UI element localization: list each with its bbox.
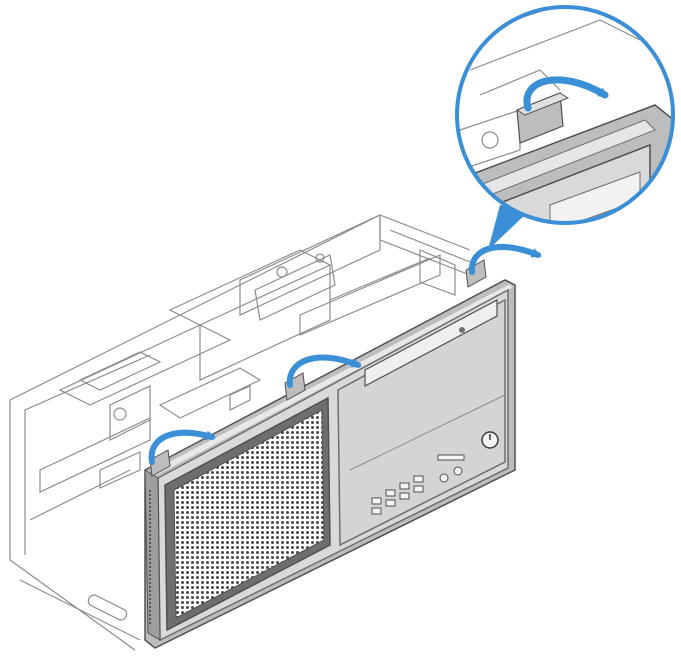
callout-pointer: [488, 205, 528, 250]
mesh-grille: [164, 396, 331, 632]
chassis-outline: [9, 214, 471, 651]
release-arrow-middle: [286, 354, 362, 388]
optical-drive-bay: [364, 299, 498, 387]
release-arrow-top: [468, 244, 542, 275]
callout-ring: [455, 5, 675, 225]
release-arrow-callout: [523, 76, 609, 112]
drive-panel: [337, 298, 506, 547]
power-button-icon: [481, 431, 499, 449]
curved-arrow-icon: [148, 244, 542, 465]
bezel-tabs: [149, 259, 487, 477]
callout-magnified-view: [455, 5, 675, 225]
release-arrow-bottom: [148, 429, 216, 465]
front-ports: [371, 454, 465, 515]
